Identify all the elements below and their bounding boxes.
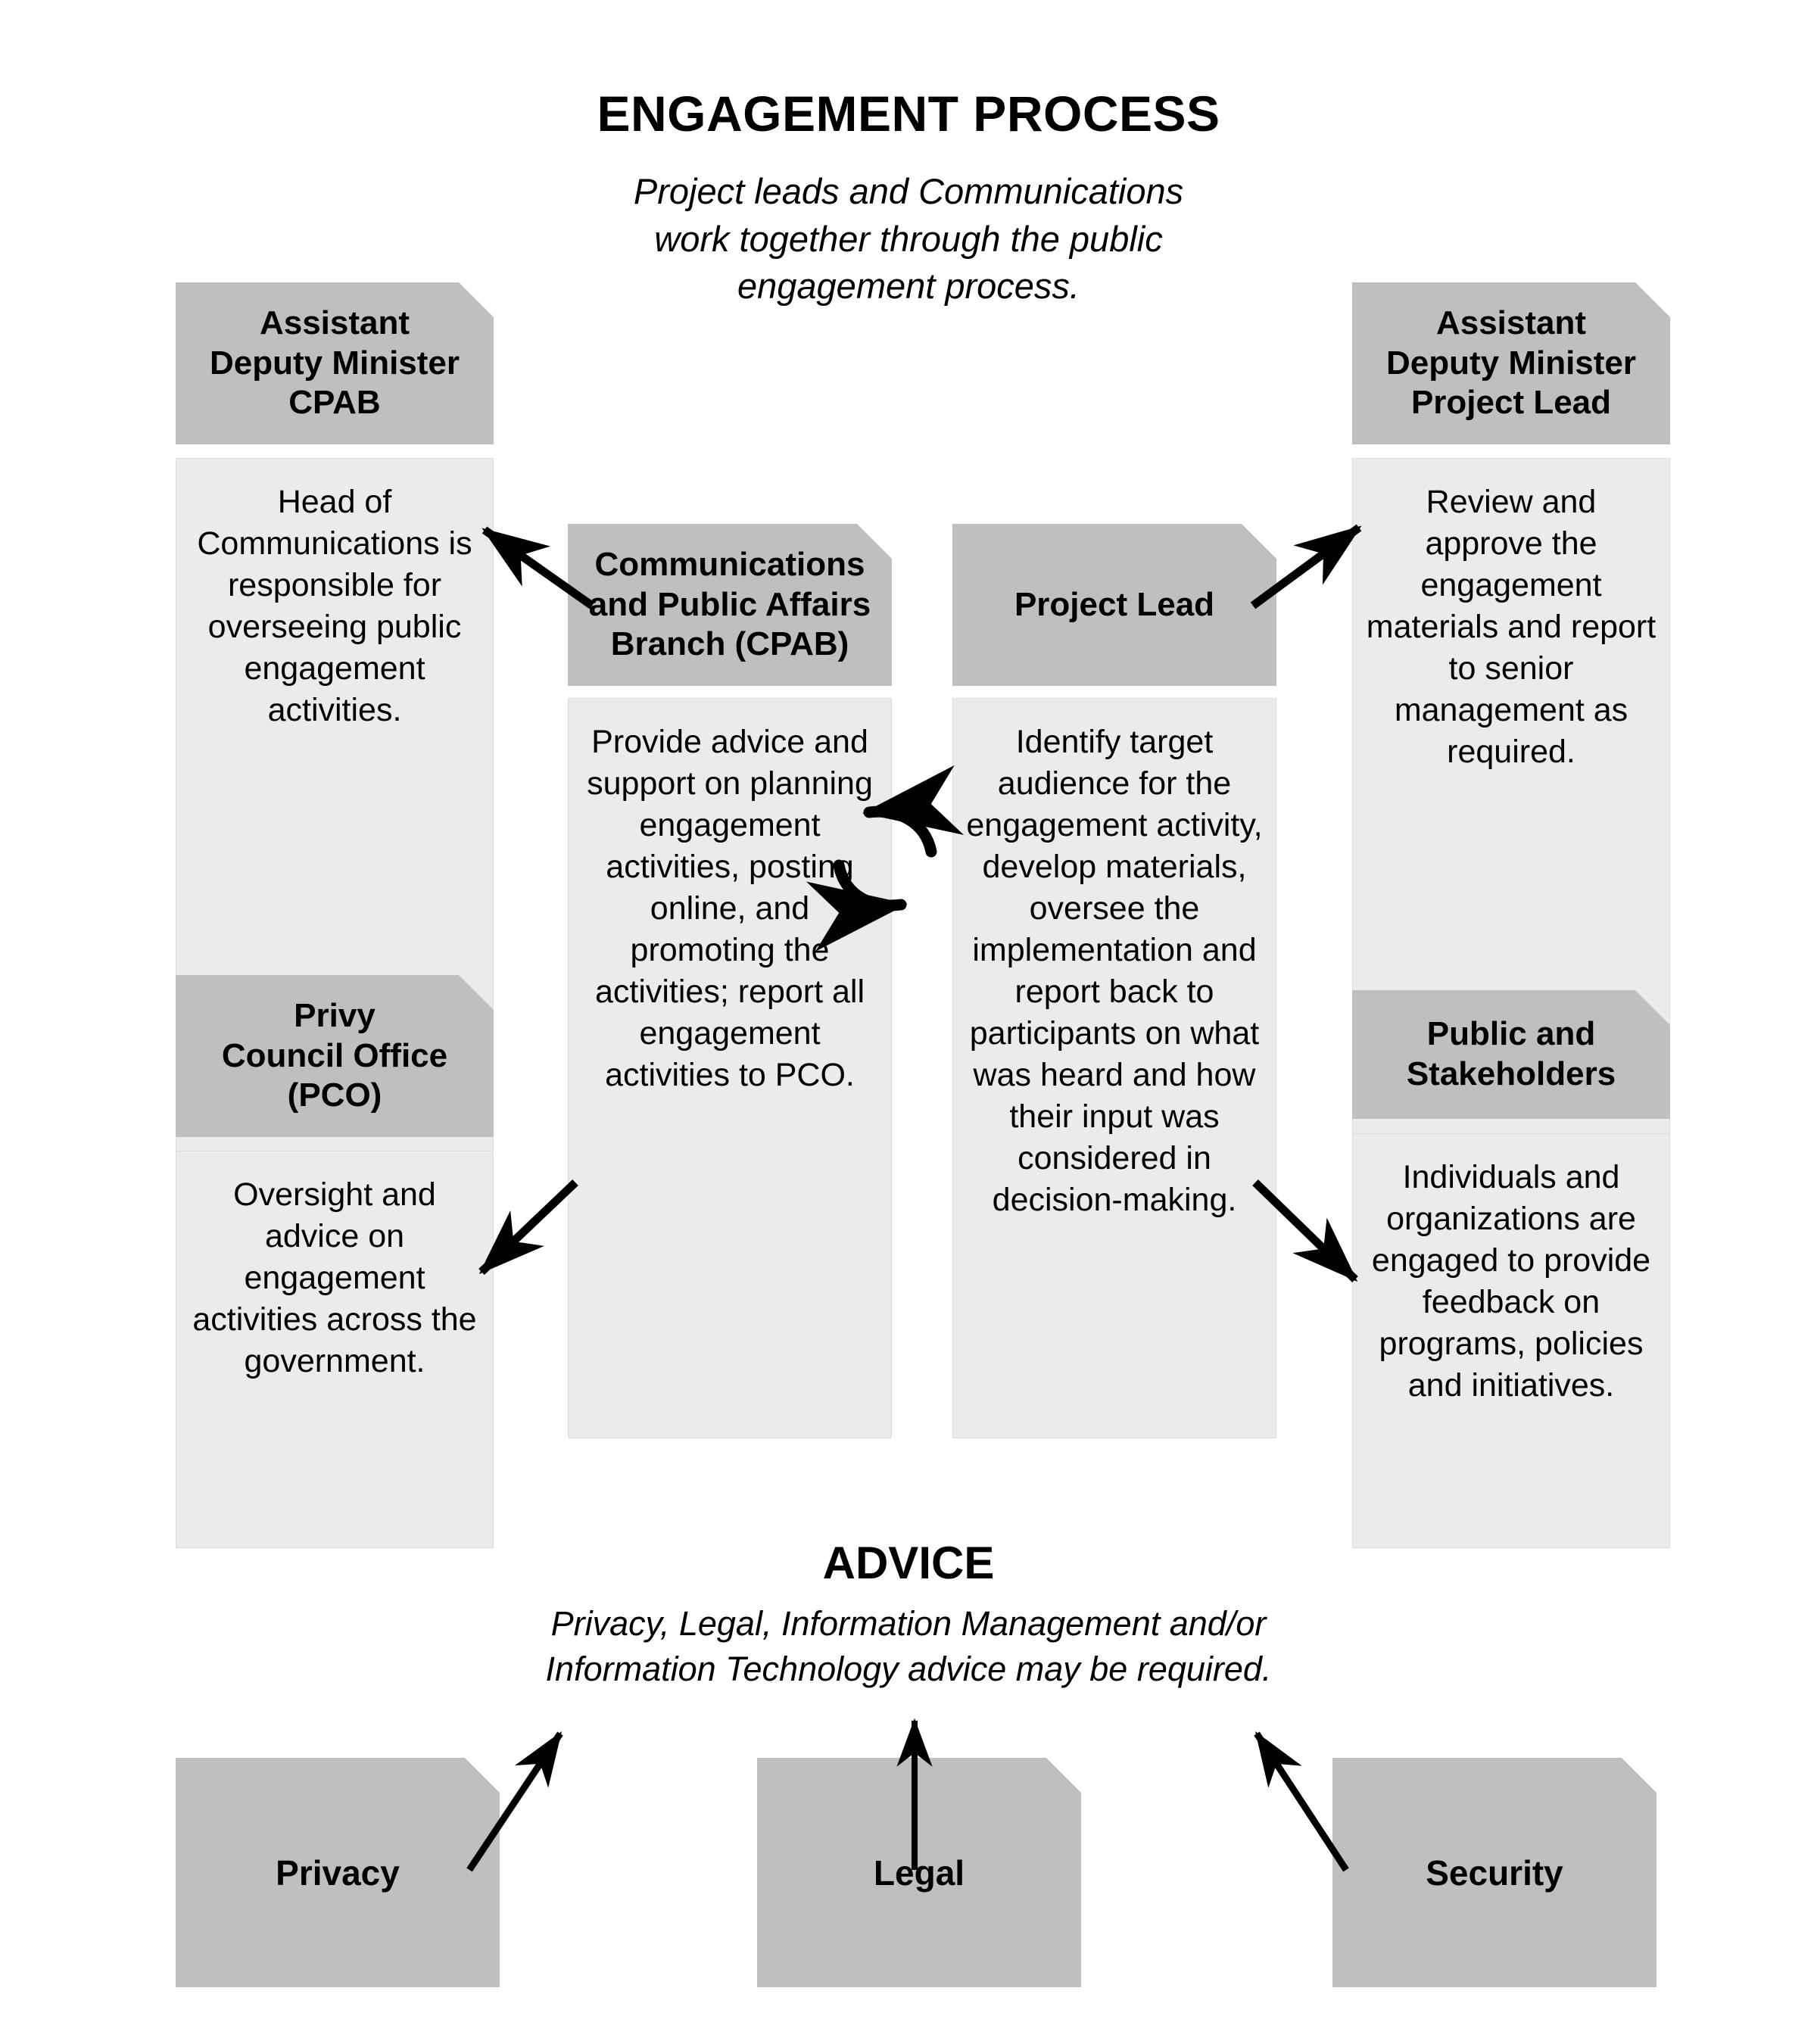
node-body-public-stakeholders: Individuals and organizations are engage… — [1352, 1133, 1670, 1548]
node-legal[interactable]: Legal — [757, 1758, 1081, 1987]
page-subtitle-line-3: engagement process. — [737, 266, 1080, 306]
advice-subtitle-line-1: Privacy, Legal, Information Management a… — [550, 1604, 1267, 1643]
page-subtitle-line-1: Project leads and Communications — [633, 171, 1184, 211]
node-body-cpab: Provide advice and support on planning e… — [568, 698, 892, 1438]
page-subtitle: Project leads and Communications work to… — [0, 168, 1817, 310]
advice-subtitle-line-2: Information Technology advice may be req… — [545, 1649, 1272, 1688]
node-body-project-lead: Identify target audience for the engagem… — [952, 698, 1276, 1438]
node-header-cpab[interactable]: Communications and Public Affairs Branch… — [568, 524, 892, 686]
page-title: ENGAGEMENT PROCESS — [597, 86, 1220, 142]
advice-subtitle: Privacy, Legal, Information Management a… — [0, 1601, 1817, 1692]
advice-title: ADVICE — [822, 1538, 995, 1588]
node-security[interactable]: Security — [1332, 1758, 1656, 1987]
node-privacy[interactable]: Privacy — [176, 1758, 500, 1987]
page-subtitle-line-2: work together through the public — [654, 218, 1163, 259]
node-body-pco: Oversight and advice on engagement activ… — [176, 1151, 494, 1548]
node-header-project-lead[interactable]: Project Lead — [952, 524, 1276, 686]
arrow-cpab-to-pco — [478, 1179, 578, 1275]
